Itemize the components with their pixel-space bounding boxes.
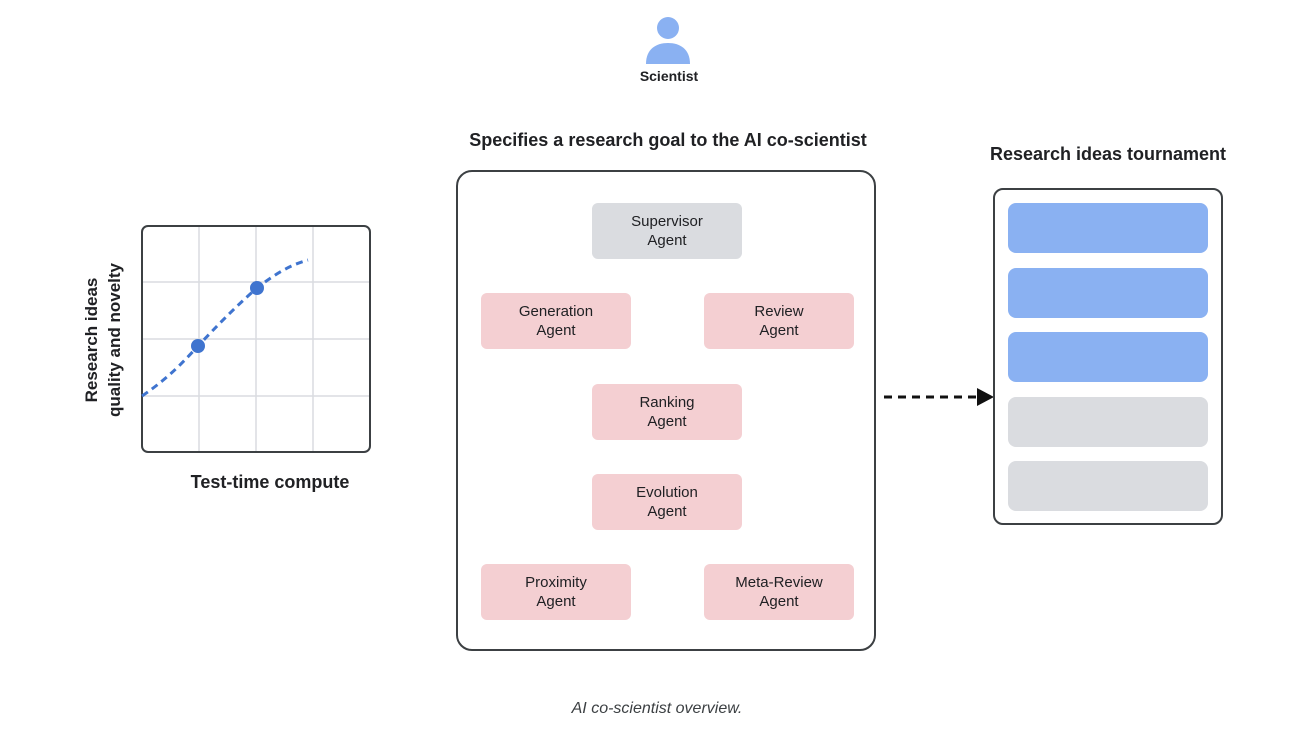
generation-agent: Generation Agent [481,293,631,349]
data-point [191,339,205,353]
data-point [250,281,264,295]
research-goal-title: Specifies a research goal to the AI co-s… [469,130,867,150]
dashed-arrow [884,388,994,406]
supervisor-agent: Supervisor Agent [592,203,742,259]
idea-slot [1008,203,1208,253]
idea-slot [1008,397,1208,447]
y-axis-label: quality and novelty [105,262,124,417]
idea-slot [1008,461,1208,511]
ranking-agent: Ranking Agent [592,384,742,440]
y-axis-label: Research ideas [82,278,101,403]
x-axis-label: Test-time compute [190,472,350,492]
chart-grid [142,226,370,452]
meta-review-agent: Meta-Review Agent [704,564,854,620]
review-agent: Review Agent [704,293,854,349]
idea-slot [1008,332,1208,382]
scaling-chart: Research ideas quality and novelty [82,225,371,453]
idea-slot [1008,268,1208,318]
proximity-agent: Proximity Agent [481,564,631,620]
person-icon [646,17,690,64]
tournament-panel [993,188,1223,525]
agents-panel: Supervisor Agent Generation Agent Review… [456,170,876,651]
scientist-label: Scientist [639,68,699,84]
evolution-agent: Evolution Agent [592,474,742,530]
figure-caption: AI co-scientist overview. [571,700,743,717]
chart-frame [141,225,371,453]
trend-line [141,258,309,398]
tournament-title: Research ideas tournament [989,144,1227,164]
